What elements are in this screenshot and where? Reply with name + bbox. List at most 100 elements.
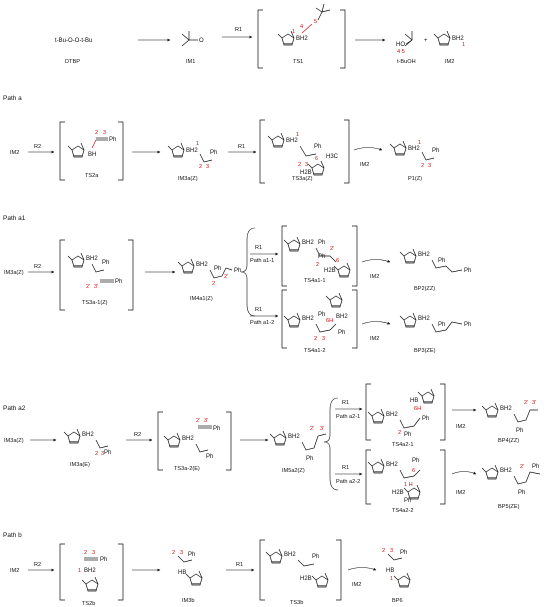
a2-1-r1: R1 <box>342 400 349 406</box>
im1-structure: O <box>181 31 204 47</box>
im2-boron: BH2 <box>452 36 464 42</box>
tbuoh-structure: HO 4 5 <box>396 31 413 55</box>
im5a2-ph1: Ph <box>306 456 313 462</box>
im3a-num-2: 2 <box>199 164 202 170</box>
im5a2-num2p: 2' <box>310 426 314 432</box>
bp3-ph2: Ph <box>464 322 471 328</box>
path-b-im2: IM2 <box>10 568 19 574</box>
a2-1-path: Path a2-1 <box>336 414 360 420</box>
path-b-im2-out: IM2 <box>352 582 361 588</box>
ts4a1-2-bh2-top: BH2 <box>336 314 348 320</box>
p1-boron: BH2 <box>408 146 420 152</box>
path-a-r1: R1 <box>238 144 245 150</box>
ts3a1-num-3: 3' <box>94 284 98 290</box>
path-b-r2: R2 <box>34 562 41 568</box>
bp5-boron: BH2 <box>500 468 512 474</box>
bp3-ph1: Ph <box>438 322 445 328</box>
path-b-heading: Path b <box>3 532 22 539</box>
ts3a-num-6: 6 <box>315 156 318 162</box>
ts4a1-2-num3: 3 <box>322 336 325 342</box>
a2-2-r1: R1 <box>342 465 349 471</box>
ts4a1-2-bracket: BH2 BH2 Ph Ph 6H 2 3 <box>281 289 358 349</box>
ts4a2-1-num6h: 6H <box>414 406 421 412</box>
ts3a-ph: Ph <box>314 144 321 150</box>
ts4a2-1-hb: HB <box>410 398 418 404</box>
bp2-ph2: Ph <box>464 268 471 274</box>
ts3a2-num2p: 2' <box>196 418 200 424</box>
row-initiation: t-Bu-O-O-t-Bu DTBP O IM1 R1 BH2 4 5 1 TS… <box>55 3 465 69</box>
ts2a-label: TS2a <box>85 173 99 179</box>
ts2b-boron: BH2 <box>84 568 96 574</box>
im1-label: IM1 <box>186 59 195 65</box>
ts2b-ph: Ph <box>100 557 107 563</box>
ts3a2-ph2: Ph <box>213 426 220 432</box>
im3b-structure: Ph 2 3 HB <box>172 550 203 586</box>
p1-ph: Ph <box>432 148 439 154</box>
branch-brace-a1 <box>240 227 256 317</box>
bp3-boron: BH2 <box>418 316 430 322</box>
a2-1-im2-out: IM2 <box>456 424 465 430</box>
ts2a-bracket: BH Ph 2 3 <box>59 121 124 181</box>
ts4a1-1-ph2: Ph <box>318 254 325 260</box>
path-a1-r2: R2 <box>34 264 41 270</box>
p1-num-3: 3 <box>428 163 431 169</box>
ts3a1-bracket: BH2 Ph Ph 2' 3' <box>59 239 134 311</box>
ts3a2-label: TS3a-2(E) <box>174 466 200 472</box>
bp5-ph2: Ph <box>532 464 539 470</box>
ts1-boron: BH2 <box>296 36 308 42</box>
path-a1-im3a: IM3a(Z) <box>4 270 24 276</box>
ts4a1-1-num: 2' <box>330 246 334 252</box>
im5a2-label: IM5a2(Z) <box>282 468 305 474</box>
ts2b-bracket: Ph 2 3 1 BH2 <box>59 543 124 601</box>
row-path-a2: Path a2 IM3a(Z) BH2 Ph 2 3 IM3a(E) R2 BH… <box>3 383 541 514</box>
a2-2-im2-out: IM2 <box>456 490 465 496</box>
ts4a2-2-boron: BH2 <box>386 462 398 468</box>
ts4a2-1-num2: 2 <box>398 430 401 436</box>
im3a-z-structure: BH2 Ph 1 2 3 <box>167 141 217 170</box>
bp5-num2p: 2' <box>520 464 524 470</box>
ts4a2-2-num6: 6 <box>412 468 415 474</box>
ts4a1-1-h2b: H2B <box>324 268 336 274</box>
ts4a2-2-label: TS4a2-2 <box>392 508 413 514</box>
ts3b-bracket: BH2 Ph H2B <box>259 539 342 601</box>
ts3a2-ph1: Ph <box>206 454 213 460</box>
bp5-label: BP5(ZE) <box>498 504 520 510</box>
dtbp-label: DTBP <box>65 59 80 65</box>
ts3a-z-label: TS3a(Z) <box>292 176 313 182</box>
row-path-a: Path a IM2 R2 BH Ph 2 3 TS2a BH2 Ph 1 2 … <box>3 95 439 184</box>
ts4a2-1-label: TS4a2-1 <box>392 442 413 448</box>
bp3-label: BP3(ZE) <box>414 348 436 354</box>
bp2-ph1: Ph <box>438 258 445 264</box>
p1-z-label: P1(Z) <box>408 176 422 182</box>
path-a-im2-out: IM2 <box>360 162 369 168</box>
ts4a1-1-label: TS4a1-1 <box>304 278 325 284</box>
ts4a1-2-label: TS4a1-2 <box>304 348 325 354</box>
ts3a-num-2: 2 <box>298 162 301 168</box>
arrow-ts4a1-1-bp2 <box>361 259 391 263</box>
im3b-ph: Ph <box>188 552 195 558</box>
path-b-r1: R1 <box>236 562 243 568</box>
ts2b-num2: 2 <box>84 550 87 556</box>
im5a2-num3p: 3' <box>320 426 324 432</box>
bp5-ph1: Ph <box>518 490 525 496</box>
ts3a2-bracket: BH2 Ph Ph 2' 3' <box>157 411 232 471</box>
bp6-hb: HB <box>386 568 394 574</box>
a1-1-r1: R1 <box>255 245 262 251</box>
arrow-ts4a1-2-bp3 <box>361 321 391 325</box>
ts1-num-1: 1 <box>292 29 295 35</box>
ts3a1-ph2: Ph <box>115 279 122 285</box>
ts4a1-1-ph1: Ph <box>318 240 325 246</box>
ts2b-num3: 3 <box>92 550 95 556</box>
plus-sign: + <box>424 38 428 44</box>
ts4a1-1-num2: 2 <box>316 262 319 268</box>
tbuoh-ho: HO <box>396 42 405 48</box>
ts4a1-1-bracket: BH2 Ph Ph 2' 6 H2B 2 <box>281 225 358 287</box>
ts4a2-1-ph1: Ph <box>404 432 411 438</box>
im2-num-1: 1 <box>462 42 465 48</box>
ts3a-h3c: H3C <box>326 154 339 160</box>
path-a2-r2: R2 <box>134 432 141 438</box>
im3b-num3: 3 <box>180 550 183 556</box>
p1-num-2: 2 <box>421 163 424 169</box>
bp5-structure: BH2 Ph Ph 2' <box>481 464 541 496</box>
